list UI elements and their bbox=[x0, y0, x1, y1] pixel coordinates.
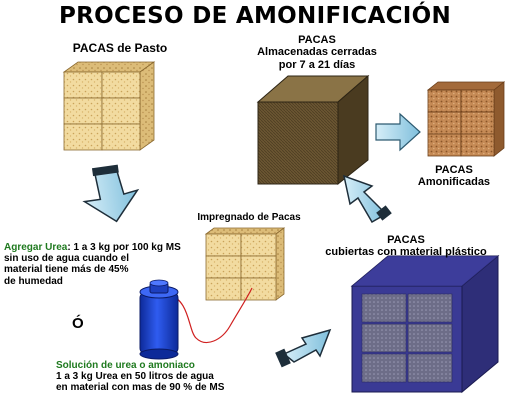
hose bbox=[167, 287, 253, 343]
arrow-down-to-agregar bbox=[82, 164, 140, 223]
stored-box bbox=[256, 74, 370, 186]
bale-stack-pasto bbox=[62, 61, 156, 151]
label-pacas-pasto: PACAS de Pasto bbox=[72, 41, 168, 55]
label-solucion: Solución de urea o amoniaco 1 a 3 kg Ure… bbox=[56, 360, 225, 394]
bale-stack-amonificadas bbox=[426, 81, 506, 157]
label-impregnado: Impregnado de Pacas bbox=[197, 212, 301, 223]
label-o: Ó bbox=[72, 315, 84, 332]
agregar-urea-lead: Agregar Urea bbox=[4, 242, 68, 253]
label-almacenadas: PACAS Almacenadas cerradas por 7 a 21 dí… bbox=[257, 34, 377, 71]
arrow-to-plastic bbox=[275, 328, 332, 368]
bale-stack-impregnado bbox=[204, 227, 286, 301]
label-amonificadas: PACAS Amonificadas bbox=[417, 164, 491, 189]
plastic-covered-box bbox=[350, 254, 500, 394]
arrow-right-to-amonificadas bbox=[375, 112, 421, 152]
label-cubiertas: PACAS cubiertas con material plástico bbox=[325, 234, 487, 259]
urea-tank bbox=[139, 279, 179, 360]
label-agregar-urea: Agregar Urea: 1 a 3 kg por 100 kg MS sin… bbox=[4, 242, 181, 287]
page-title: PROCESO DE AMONIFICACIÓN bbox=[58, 3, 452, 29]
arrow-up-to-stored bbox=[342, 174, 392, 224]
